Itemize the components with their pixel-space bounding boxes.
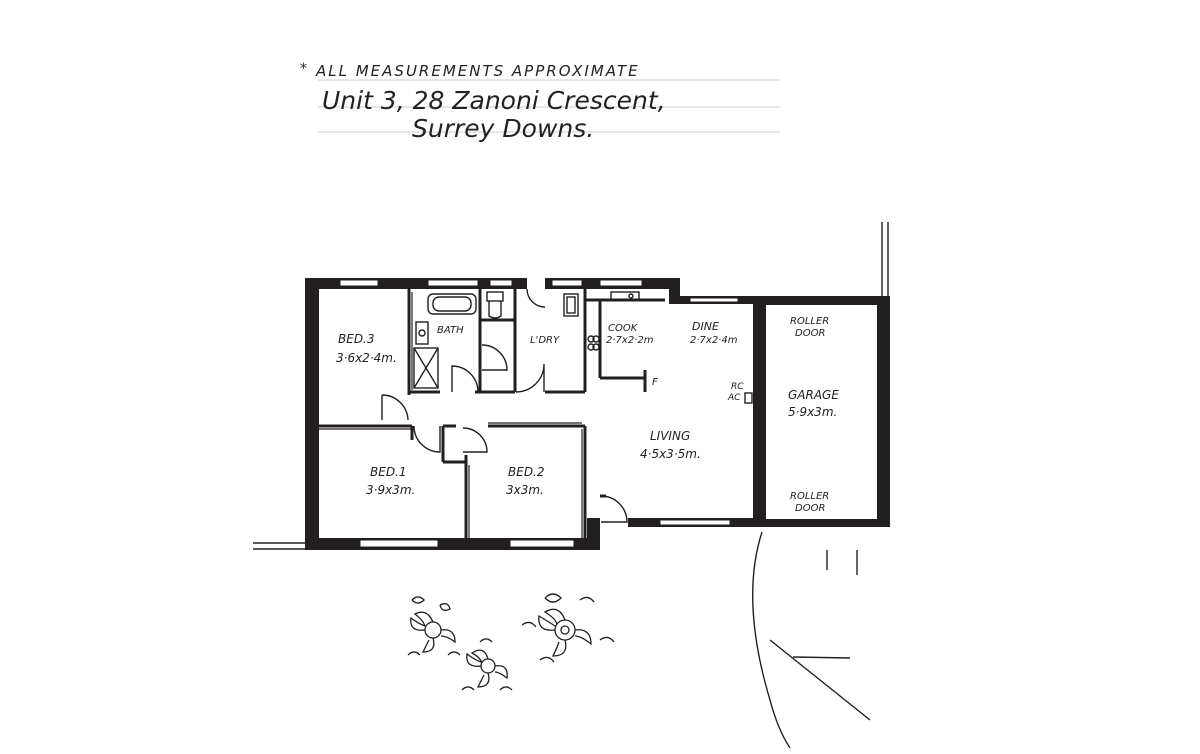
- asterisk-mark: *: [300, 61, 309, 77]
- fridge-label: F: [652, 377, 658, 388]
- door-swings: [381, 288, 628, 523]
- rc-label: RC: [731, 382, 744, 392]
- cook-size: 2·7x2·2m: [606, 335, 654, 346]
- windows: [339, 279, 739, 548]
- bed3-size: 3·6x2·4m.: [336, 351, 397, 365]
- fixtures: [413, 291, 753, 404]
- bed1-name: BED.1: [370, 465, 407, 479]
- bed3-name: BED.3: [338, 332, 375, 346]
- shrubs: [407, 593, 615, 691]
- measurements-note-text: ALL MEASUREMENTS APPROXIMATE: [316, 62, 640, 80]
- bed1-size: 3·9x3m.: [366, 483, 415, 497]
- bath-name: BATH: [437, 325, 464, 336]
- living-name: LIVING: [650, 429, 690, 443]
- bed2-size: 3x3m.: [506, 483, 544, 497]
- measurements-note: * ALL MEASUREMENTS APPROXIMATE: [300, 61, 640, 80]
- ldry-name: L'DRY: [530, 335, 560, 346]
- address-line-1: Unit 3, 28 Zanoni Crescent,: [322, 86, 666, 115]
- roller-door-bottom-line2: DOOR: [795, 503, 825, 514]
- driveway-lines: [253, 222, 889, 749]
- feature-labels: ROLLER DOOR ROLLER DOOR RC AC F: [652, 316, 829, 514]
- cook-name: COOK: [608, 323, 639, 334]
- address-line-2: Surrey Downs.: [412, 114, 595, 143]
- dine-size: 2·7x2·4m: [690, 335, 738, 346]
- ac-label: AC: [727, 393, 741, 403]
- dine-name: DINE: [692, 320, 719, 333]
- ruled-lines: [318, 79, 780, 133]
- wall-outlines: [319, 292, 583, 538]
- roller-door-bottom-line1: ROLLER: [790, 491, 829, 502]
- roller-door-top-line2: DOOR: [795, 328, 825, 339]
- garage-name: GARAGE: [788, 388, 839, 402]
- room-labels: BED.3 3·6x2·4m. BATH L'DRY COOK 2·7x2·2m…: [336, 320, 839, 497]
- shrub-1: [407, 596, 461, 656]
- bed2-name: BED.2: [508, 465, 545, 479]
- internal-walls: [319, 289, 665, 538]
- roller-door-top-line1: ROLLER: [790, 316, 829, 327]
- living-size: 4·5x3·5m.: [640, 447, 701, 461]
- shrub-3: [521, 593, 615, 663]
- garage-size: 5·9x3m.: [788, 405, 837, 419]
- shrub-2: [461, 638, 513, 691]
